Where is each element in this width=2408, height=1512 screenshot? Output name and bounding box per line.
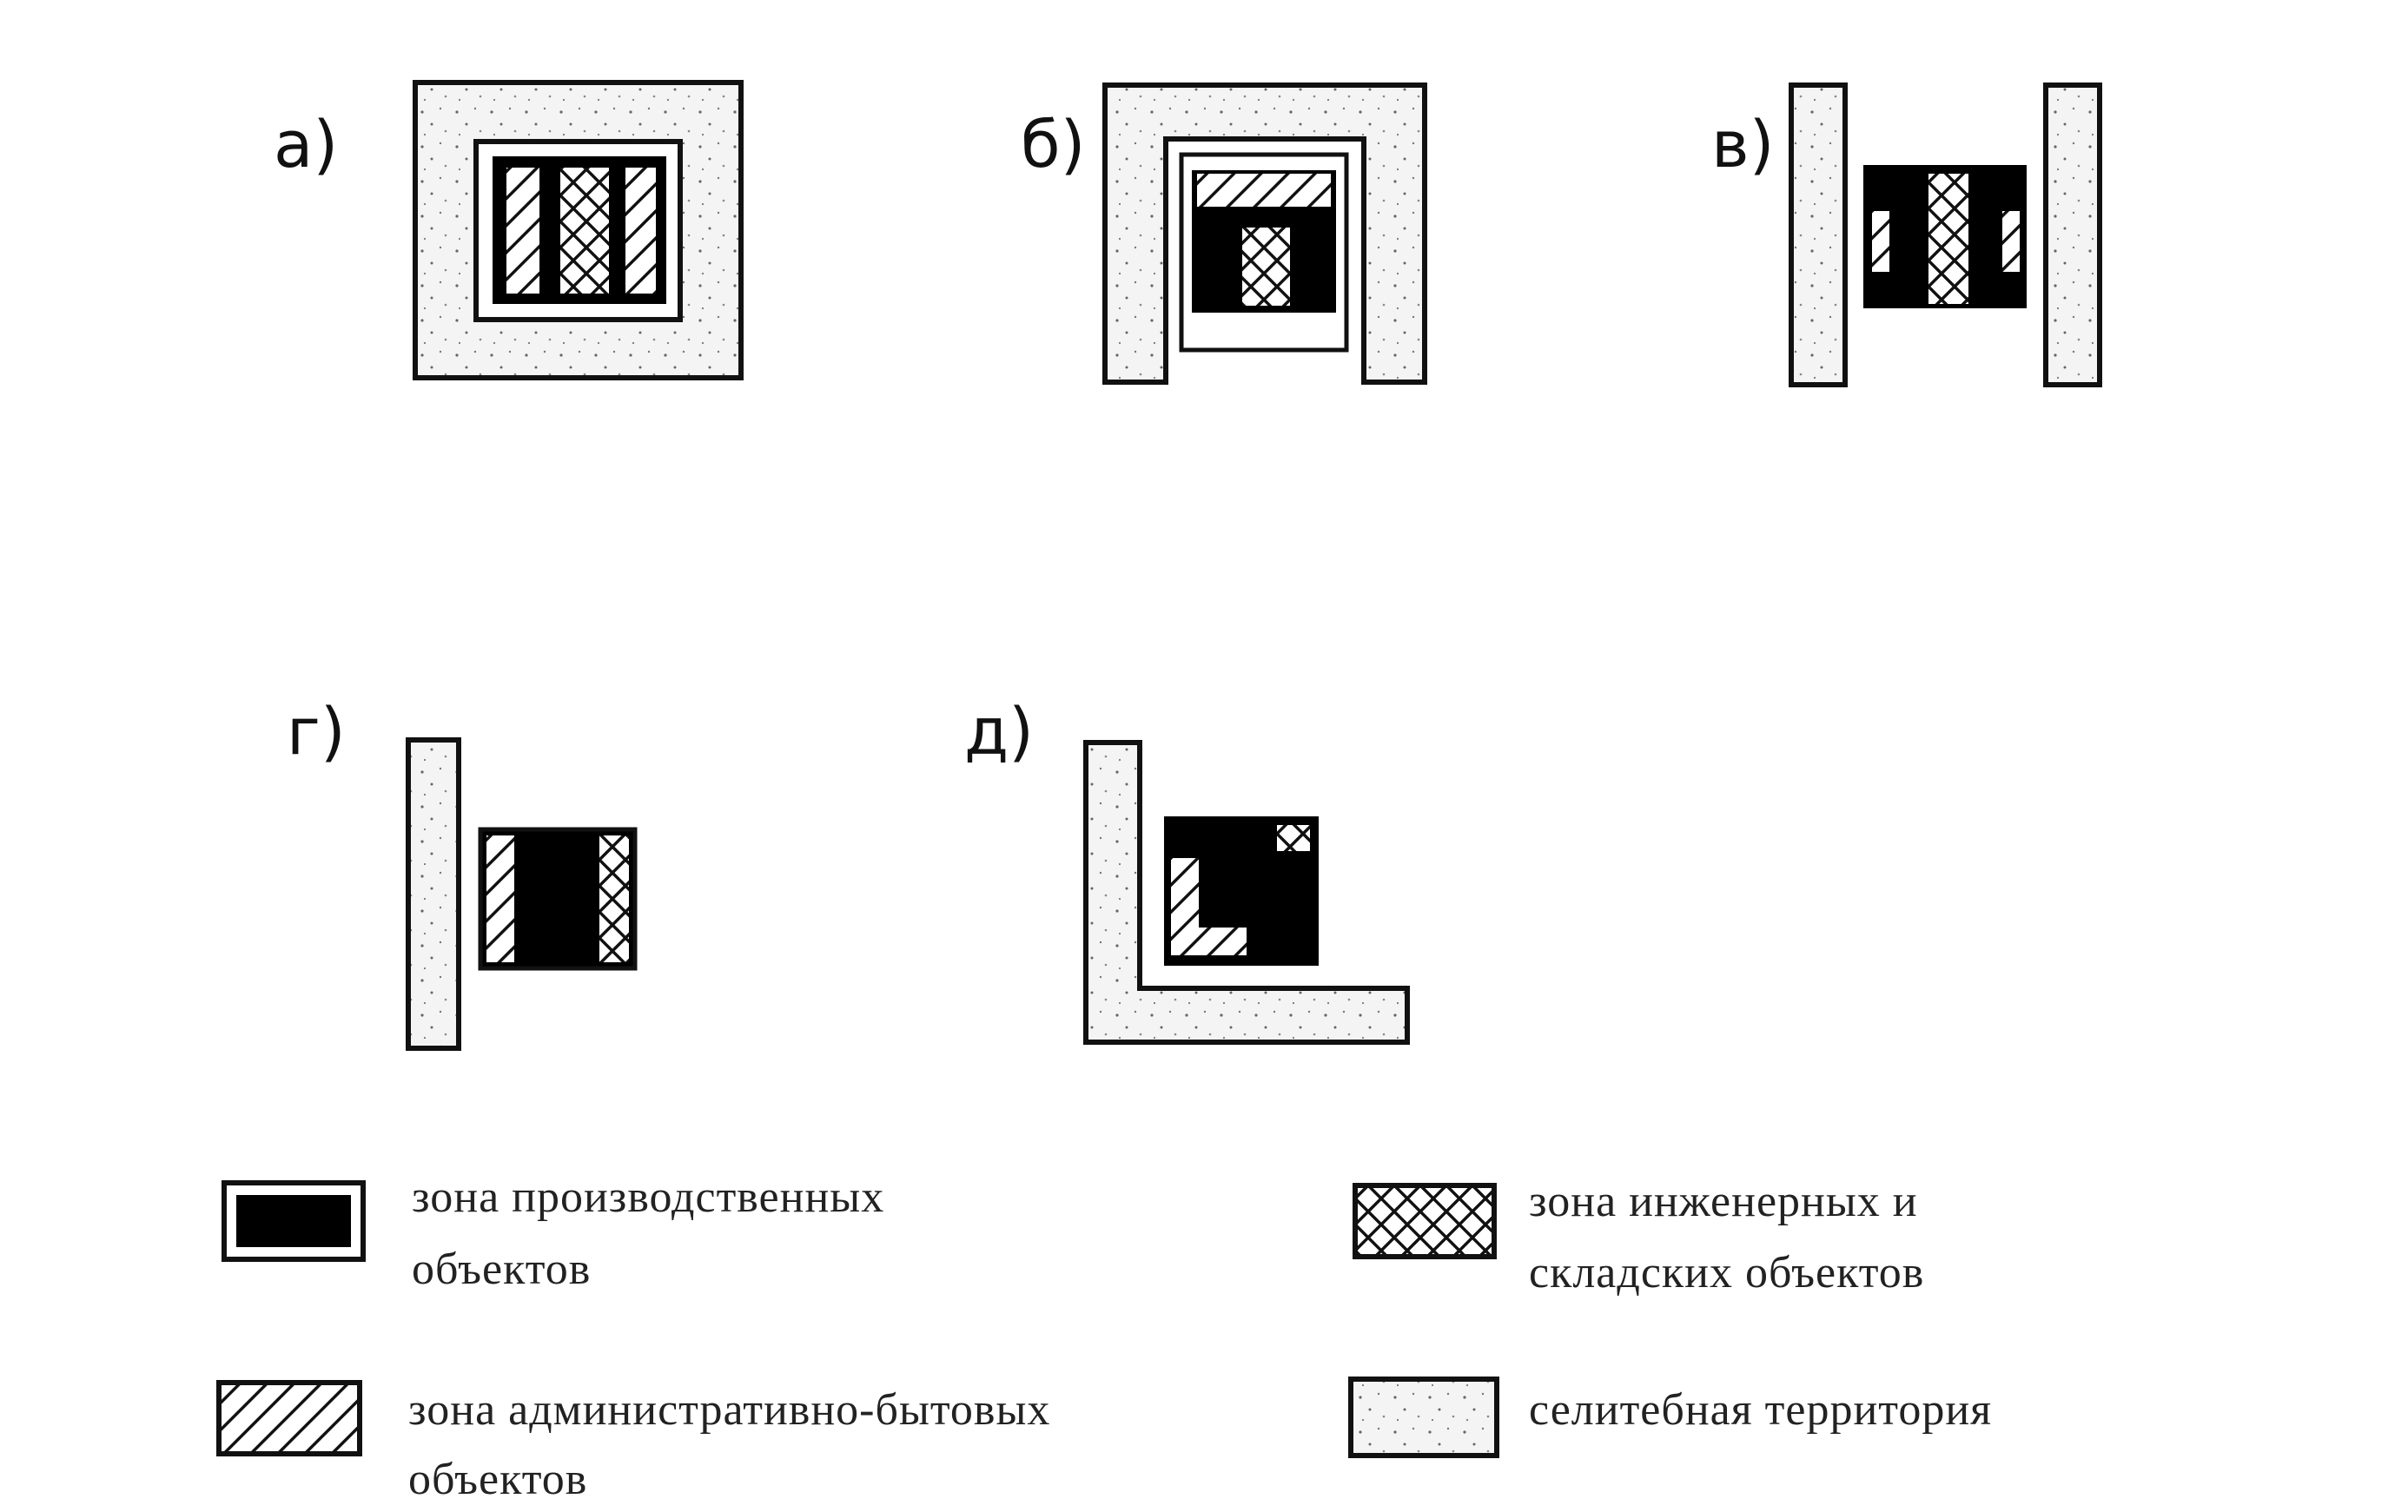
residential-zone — [406, 737, 461, 1051]
panel-label-b: б) — [1021, 108, 1086, 182]
administrative-zone — [2002, 211, 2020, 272]
engineering-zone — [560, 168, 609, 294]
legend-item-administrative: зона административно-бытовых объектов — [216, 1380, 1050, 1504]
legend-swatch-engineering — [1353, 1183, 1497, 1259]
legend: зона производственных объектов зона адми… — [216, 1172, 1992, 1504]
legend-label: зона производственных — [412, 1172, 884, 1222]
administrative-zone — [1197, 174, 1331, 207]
legend-label: объектов — [412, 1245, 591, 1294]
legend-label: объектов — [408, 1455, 587, 1504]
administrative-zone — [1171, 858, 1247, 955]
panel-label-d: д) — [964, 695, 1034, 769]
residential-zone — [1102, 83, 1427, 385]
administrative-zone — [506, 168, 539, 294]
panel-d: д) — [964, 695, 1410, 1045]
residential-zone — [1083, 740, 1410, 1045]
panel-g: г) — [287, 695, 638, 1051]
legend-swatch-administrative — [216, 1380, 362, 1456]
residential-zone — [1789, 83, 1848, 387]
panel-v: в) — [1711, 83, 2102, 387]
panel-label-v: в) — [1711, 108, 1774, 182]
legend-item-engineering: зона инженерных и складских объектов — [1353, 1177, 1924, 1297]
legend-label: селитебная территория — [1529, 1385, 1992, 1435]
administrative-zone — [625, 168, 656, 294]
panel-label-a: а) — [274, 108, 338, 182]
residential-zone — [2043, 83, 2102, 387]
panel-b: б) — [1021, 83, 1427, 385]
legend-label: складских объектов — [1529, 1248, 1924, 1297]
legend-item-residential: селитебная территория — [1348, 1377, 1992, 1458]
panel-label-g: г) — [287, 695, 346, 769]
legend-swatch-residential — [1348, 1377, 1499, 1458]
engineering-zone — [1928, 174, 1968, 304]
administrative-zone — [486, 835, 514, 962]
engineering-zone — [1277, 825, 1310, 851]
engineering-zone — [599, 835, 629, 962]
legend-label: зона инженерных и — [1529, 1177, 1918, 1226]
administrative-zone — [1872, 211, 1889, 272]
panel-a: а) — [274, 80, 744, 380]
legend-label: зона административно-бытовых — [408, 1385, 1050, 1435]
engineering-zone — [1242, 228, 1290, 306]
legend-item-production: зона производственных объектов — [222, 1172, 884, 1294]
